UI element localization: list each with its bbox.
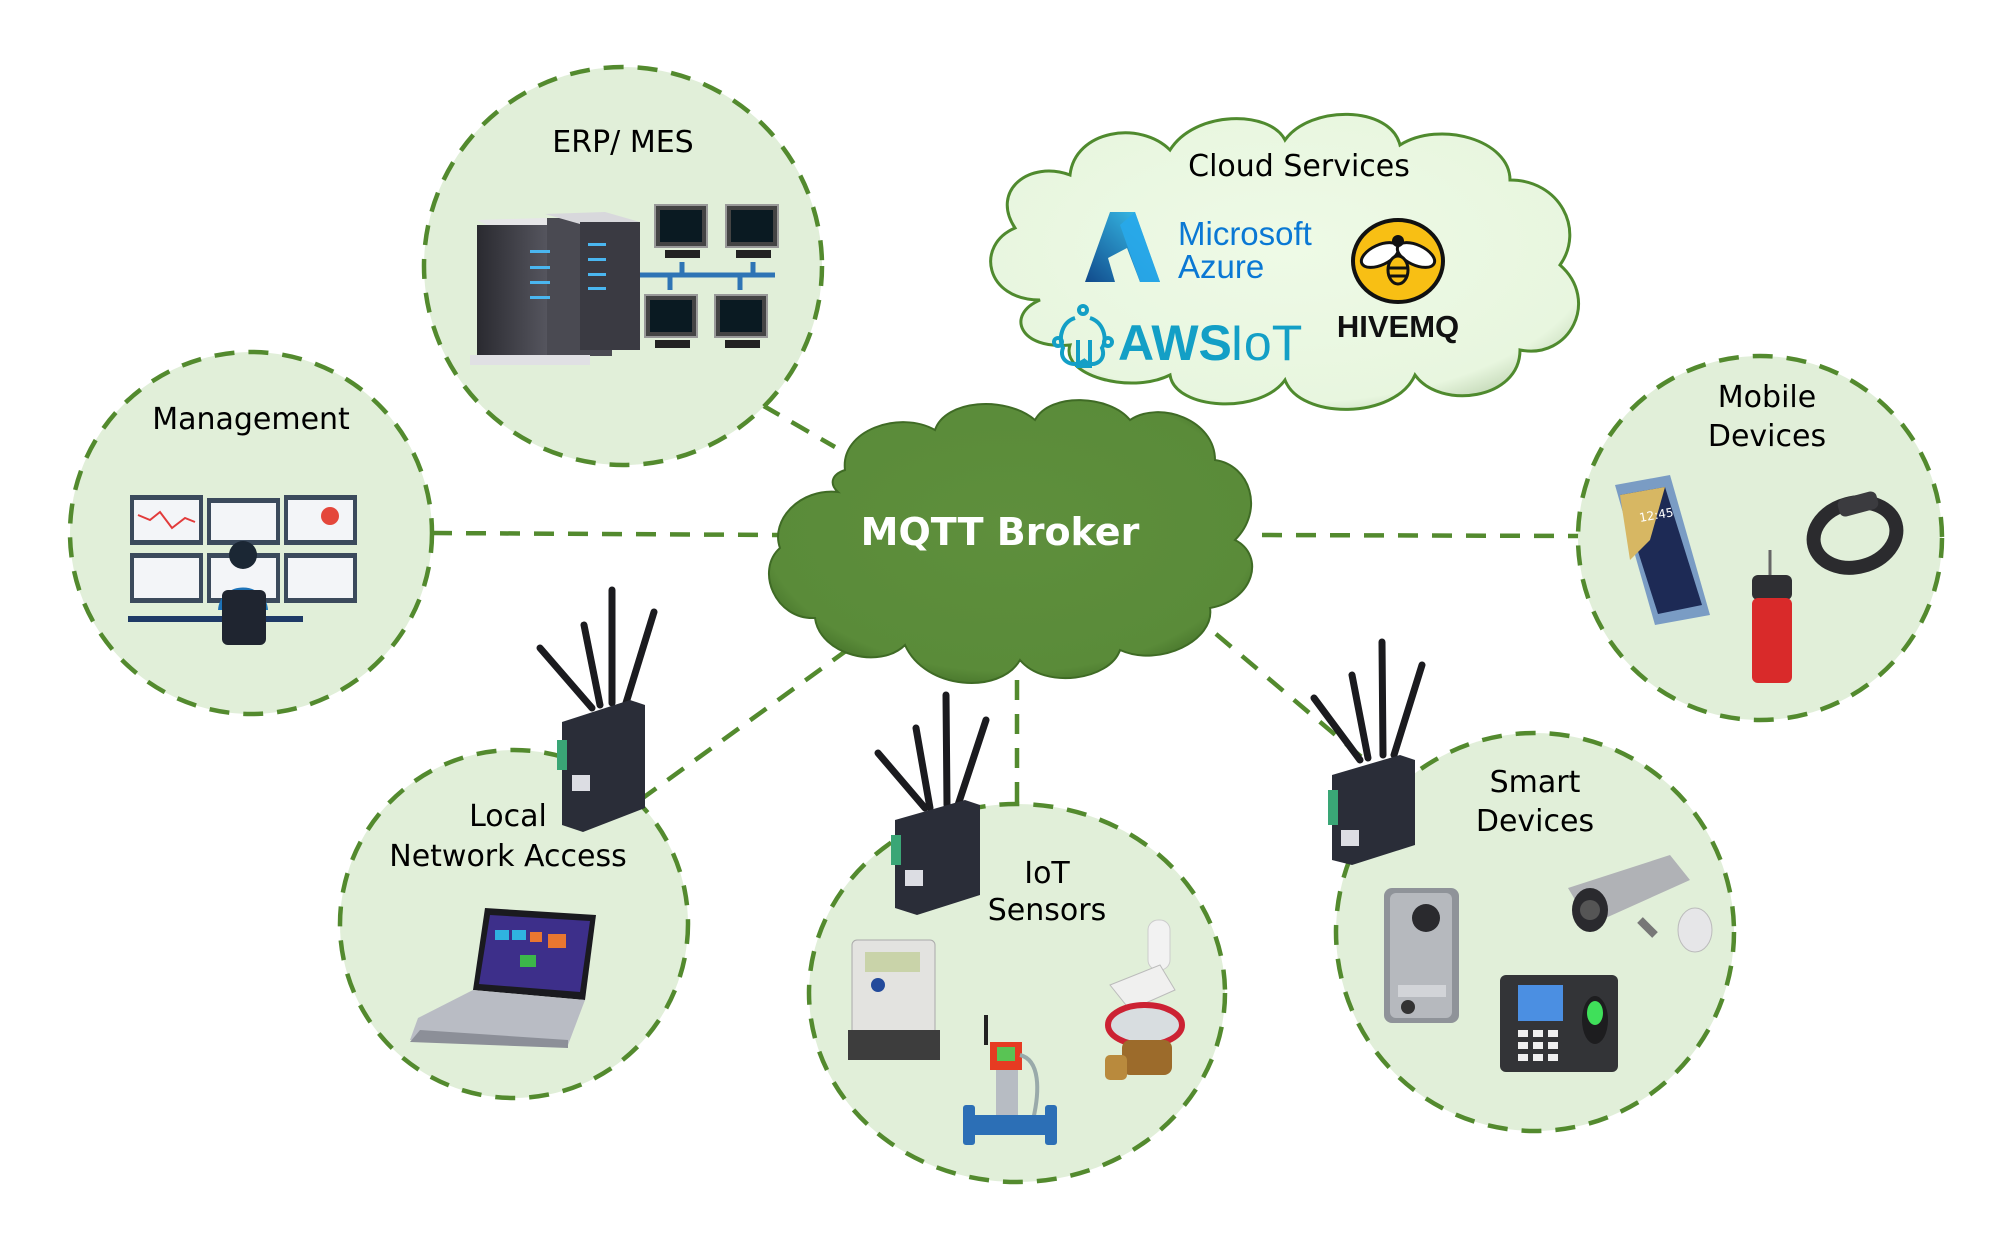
node-mobile-devices-circle[interactable] — [1575, 353, 1945, 723]
mqtt-broker-label: MQTT Broker — [861, 510, 1140, 554]
link-erp-broker — [760, 403, 837, 449]
local-title-line2: Network Access — [389, 839, 627, 874]
mobile-title-line2: Devices — [1708, 419, 1826, 454]
smart-title-line2: Devices — [1476, 804, 1594, 839]
water-meter-icon — [1105, 919, 1185, 1080]
fingerprint-terminal-icon — [1500, 975, 1618, 1072]
smart-title-line1: Smart — [1490, 765, 1581, 800]
azure-logo-icon — [1085, 212, 1160, 282]
video-doorbell-icon — [1384, 888, 1459, 1023]
aws-iot-icon — [1052, 304, 1114, 368]
mqtt-broker[interactable]: MQTT Broker — [768, 399, 1254, 684]
gateway-router-icon — [1310, 638, 1426, 865]
erp-mes-title: ERP/ MES — [552, 125, 693, 160]
link-local-broker — [638, 646, 852, 802]
node-erp-mes: ERP/ MES — [470, 125, 779, 365]
operator-dashboard-icon — [128, 495, 357, 645]
gateway-router-icon — [536, 586, 658, 832]
smartphone-icon: 12:45 — [1615, 475, 1710, 625]
aws-bold-text: AWS — [1118, 315, 1232, 371]
cloud-services[interactable]: Cloud Services Microsoft Azure AWS IoT — [989, 112, 1580, 411]
iot-title-line1: IoT — [1024, 856, 1070, 891]
wristband-icon — [1806, 491, 1904, 575]
mobile-title-line1: Mobile — [1718, 380, 1816, 415]
node-mobile-devices: Mobile Devices 12:45 — [1615, 380, 1904, 683]
azure-line2: Azure — [1178, 248, 1264, 285]
link-mobile-broker — [1261, 532, 1581, 539]
server-rack-icon — [470, 212, 640, 365]
hivemq-bee-icon — [1351, 218, 1445, 304]
aws-light-text: IoT — [1230, 315, 1302, 371]
azure-logo: Microsoft Azure — [1085, 212, 1312, 285]
networked-monitors-icon — [640, 204, 779, 348]
node-smart-devices-circle[interactable] — [1333, 730, 1737, 1134]
management-title: Management — [152, 402, 350, 437]
gateway-router-icon — [874, 691, 990, 915]
energy-meter-icon — [848, 939, 940, 1060]
node-local-network-access: Local Network Access — [389, 586, 658, 1048]
flow-transmitter-icon — [963, 1015, 1057, 1145]
cctv-camera-icon — [1568, 855, 1713, 953]
iot-title-line2: Sensors — [988, 893, 1106, 928]
mqtt-broker-cloud — [768, 399, 1254, 684]
tracker-tag-icon — [1752, 550, 1792, 683]
link-management-broker — [431, 530, 781, 538]
local-title-line1: Local — [469, 799, 547, 834]
cloud-services-title: Cloud Services — [1188, 149, 1410, 184]
hivemq-text: HIVEMQ — [1337, 309, 1459, 344]
node-iot-sensors: IoT Sensors — [848, 691, 1185, 1145]
aws-iot-logo: AWS IoT — [1052, 304, 1302, 371]
laptop-icon — [410, 908, 596, 1048]
connections — [431, 403, 1581, 808]
azure-line1: Microsoft — [1178, 215, 1312, 252]
cloud-services-shape — [989, 112, 1580, 411]
node-management: Management — [128, 402, 357, 645]
hivemq-logo: HIVEMQ — [1337, 218, 1459, 344]
link-smart-broker — [1188, 610, 1367, 762]
phone-clock: 12:45 — [1638, 505, 1674, 525]
node-smart-devices: Smart Devices — [1310, 638, 1713, 1072]
